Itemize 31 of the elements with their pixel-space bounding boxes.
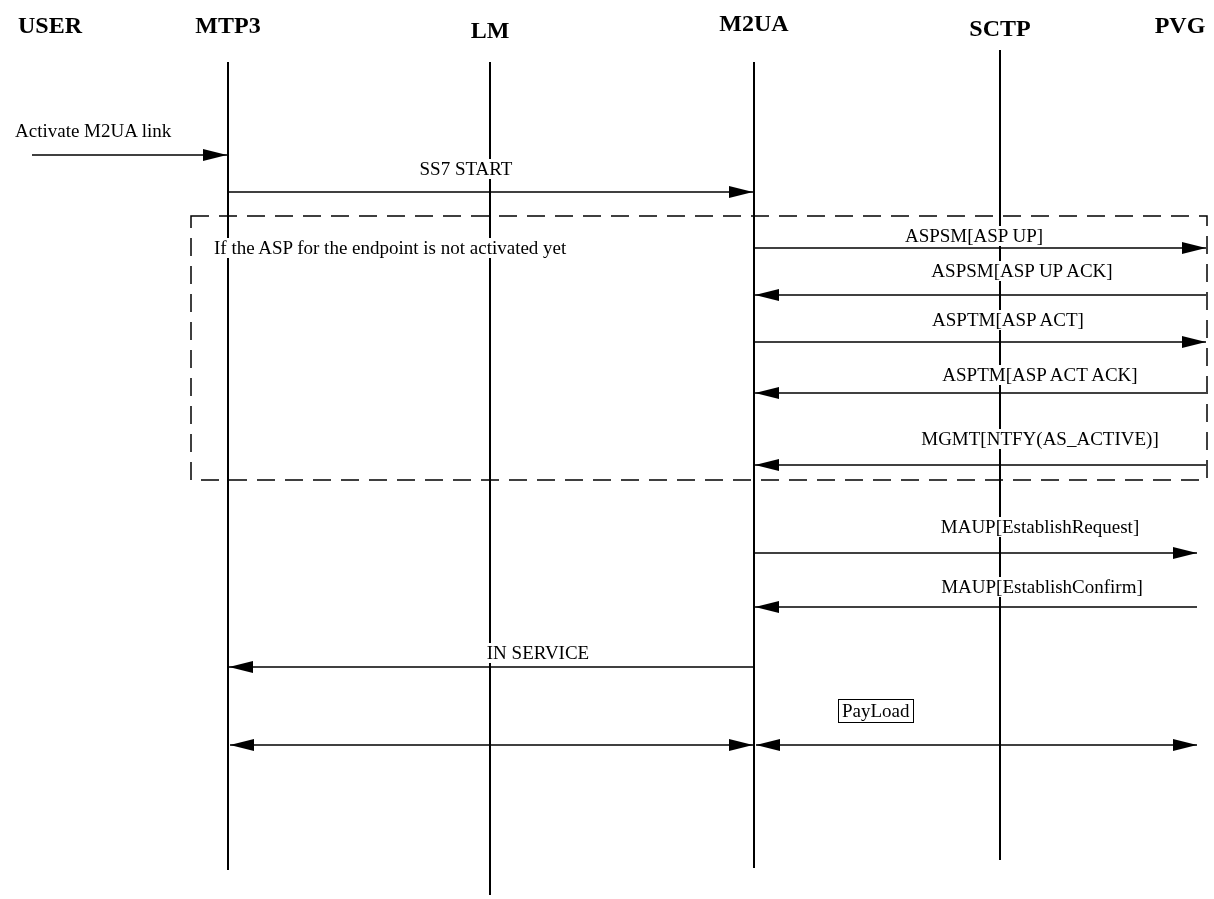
- participant-label: USER: [18, 12, 82, 39]
- message-arrow: [755, 739, 1198, 751]
- message-label: MGMT[NTFY(AS_ACTIVE)]: [919, 429, 1161, 449]
- message-label: SS7 START: [417, 159, 515, 179]
- message-label: MAUP[EstablishConfirm]: [939, 577, 1145, 597]
- dashed-frame: [190, 215, 1208, 481]
- message-arrow: [754, 242, 1207, 254]
- message-label: ASPSM[ASP UP ACK]: [929, 261, 1115, 281]
- participant-label: MTP3: [195, 12, 261, 39]
- message-arrow: [754, 336, 1207, 348]
- message-arrow: [228, 661, 754, 673]
- message-label: ASPTM[ASP ACT ACK]: [940, 365, 1140, 385]
- message-arrow: [754, 459, 1207, 471]
- message-arrow: [754, 387, 1207, 399]
- message-arrow: [228, 186, 754, 198]
- lifeline: [227, 62, 229, 870]
- lifeline: [489, 62, 491, 895]
- message-label: ASPTM[ASP ACT]: [930, 310, 1086, 330]
- message-arrow: [229, 739, 754, 751]
- message-label: IN SERVICE: [484, 643, 592, 663]
- participant-label: M2UA: [719, 10, 789, 37]
- message-arrow: [754, 601, 1198, 613]
- message-arrow: [754, 289, 1207, 301]
- note-text: If the ASP for the endpoint is not activated yet: [214, 238, 567, 258]
- participant-label: SCTP: [969, 15, 1031, 42]
- participant-label: LM: [470, 17, 510, 44]
- payload-box: PayLoad: [838, 699, 914, 723]
- lifeline: [753, 62, 755, 868]
- participant-label: PVG: [1154, 12, 1206, 39]
- message-arrow: [31, 149, 228, 161]
- message-arrow: [754, 547, 1198, 559]
